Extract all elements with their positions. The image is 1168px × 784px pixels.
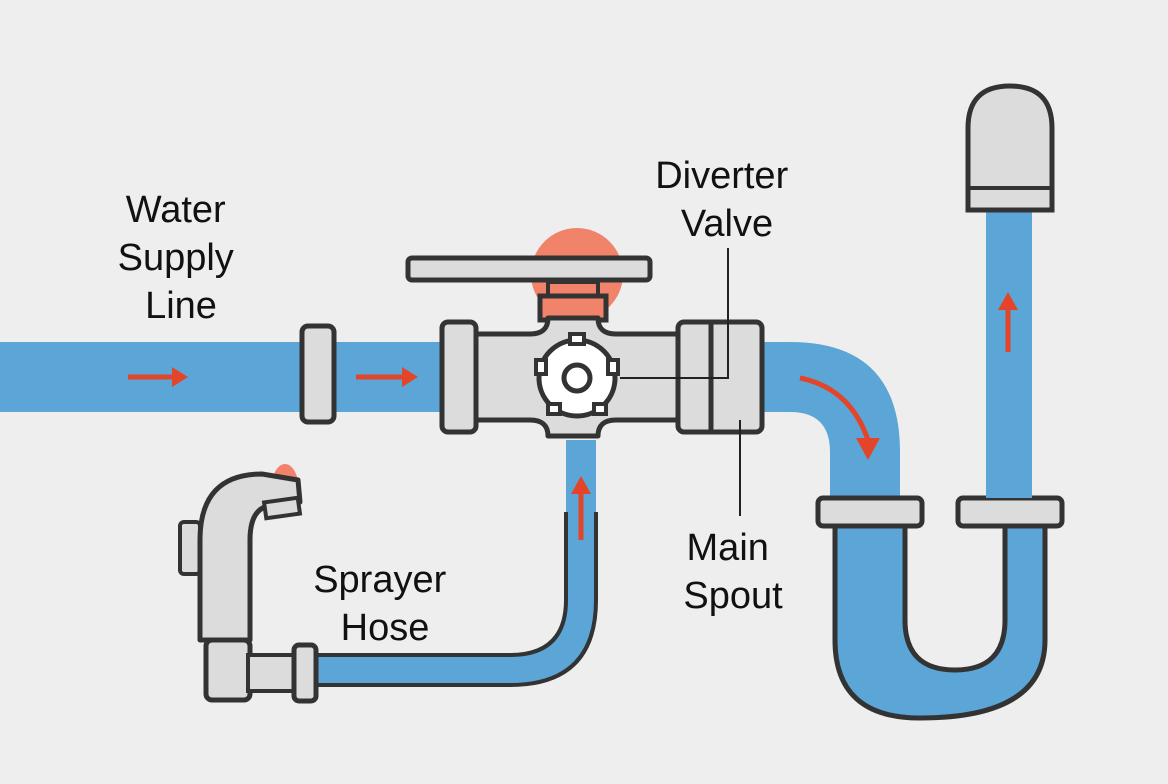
trap-nut-left bbox=[815, 495, 925, 529]
flow-arrow-curve bbox=[799, 375, 880, 460]
flow-arrow-vent bbox=[998, 292, 1018, 352]
flow-arrow-supply-1 bbox=[128, 367, 188, 387]
p-trap bbox=[832, 521, 1048, 721]
label-sprayer-hose: Sprayer Hose bbox=[313, 559, 457, 649]
trap-nut-right bbox=[955, 495, 1065, 529]
sprayer-head bbox=[178, 464, 319, 704]
pipe-coupling bbox=[299, 323, 337, 425]
label-diverter-valve: Diverter Valve bbox=[655, 155, 799, 245]
spout-pipe bbox=[760, 342, 900, 500]
label-main-spout: Main Spout bbox=[683, 527, 783, 617]
diverter-valve bbox=[405, 228, 765, 439]
label-supply-line: Water Supply Line bbox=[118, 189, 245, 327]
vent-cap bbox=[965, 83, 1055, 213]
gear-icon bbox=[534, 332, 620, 419]
flow-arrow-supply-2 bbox=[356, 367, 418, 387]
flow-arrow-sprayer bbox=[571, 476, 591, 540]
leader-diverter bbox=[620, 248, 729, 379]
sprayer-hose bbox=[310, 440, 596, 685]
